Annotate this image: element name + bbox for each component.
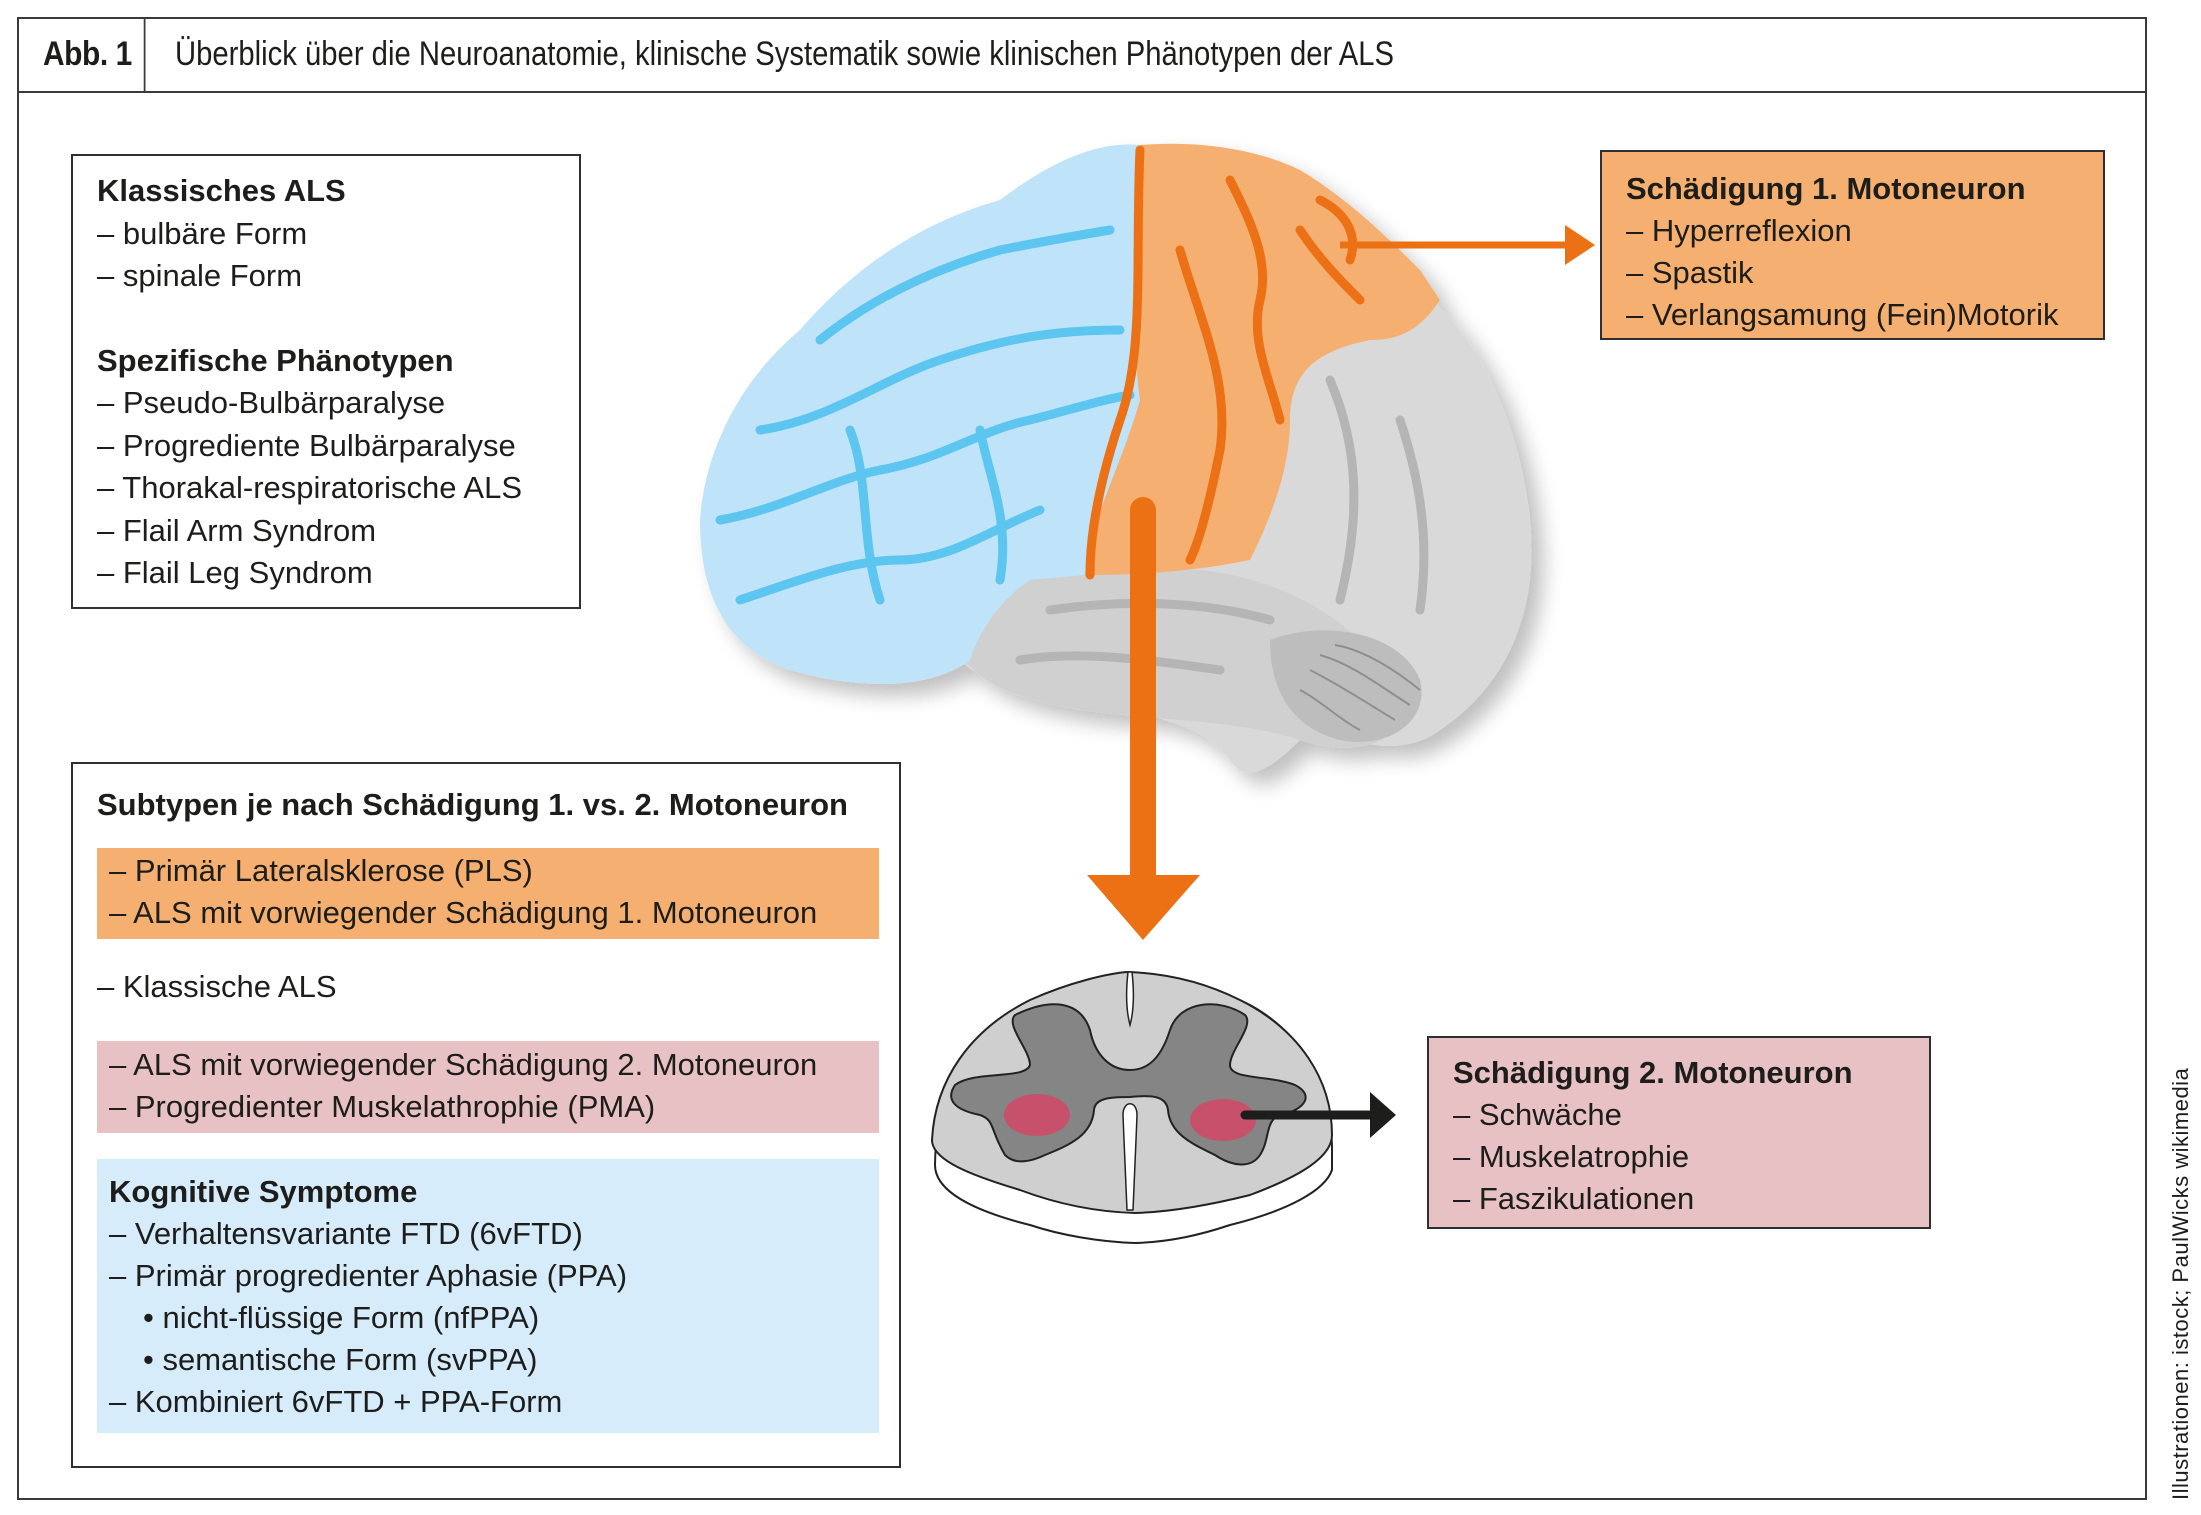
list-item: – Spastik (1626, 255, 1754, 290)
figure-header: Abb. 1 Überblick über die Neuroanatomie,… (17, 17, 2147, 93)
brain-blue-region (700, 144, 1140, 684)
list-subitem: • nicht-flüssige Form (nfPPA) (143, 1300, 540, 1335)
list-item: – Flail Arm Syndrom (97, 512, 377, 548)
lower-motor-neuron-box: Schädigung 2. Motoneuron – Schwäche – Mu… (1427, 1036, 1931, 1229)
anterior-fissure (1125, 971, 1135, 1028)
spinal-cord-cross-section (930, 970, 1396, 1245)
list-item: – Thorakal-respiratorische ALS (97, 470, 523, 505)
list-item: – ALS mit vorwiegender Schädigung 1. Mot… (109, 895, 818, 930)
arrow-head-umn (1565, 225, 1595, 265)
list-item: – Flail Leg Syndrom (97, 555, 373, 590)
arrow-head-lmn (1370, 1092, 1396, 1138)
cognitive-heading: Kognitive Symptome (109, 1174, 418, 1209)
list-item: – Muskelatrophie (1453, 1139, 1690, 1174)
figure-title: Überblick über die Neuroanatomie, klinis… (175, 34, 1395, 73)
list-item: – bulbäre Form (97, 215, 308, 251)
figure-label: Abb. 1 (17, 17, 146, 91)
list-item: – Primär progredienter Aphasie (PPA) (109, 1258, 628, 1293)
upper-motor-neuron-box: Schädigung 1. Motoneuron – Hyperreflexio… (1600, 150, 2105, 340)
classic-als-heading: Klassisches ALS (97, 173, 346, 208)
list-item: – Faszikulationen (1453, 1181, 1695, 1216)
list-item: – Schwäche (1453, 1097, 1622, 1132)
list-item: – Primär Lateralsklerose (PLS) (109, 853, 533, 888)
list-item: – ALS mit vorwiegender Schädigung 2. Mot… (109, 1047, 818, 1082)
illustration-credit: Illustrationen: istock; PaulWicks wikime… (2168, 1067, 2193, 1500)
figure-frame (17, 17, 2147, 1500)
arrow-head-down (1087, 875, 1200, 940)
list-item: – Verlangsamung (Fein)Motorik (1626, 297, 2059, 332)
classic-als-item: – Klassische ALS (97, 969, 337, 1004)
subtypes-heading: Subtypen je nach Schädigung 1. vs. 2. Mo… (97, 787, 848, 822)
umn-heading: Schädigung 1. Motoneuron (1626, 171, 2026, 206)
lesion-left (1004, 1094, 1070, 1136)
cognitive-symptoms-band: Kognitive Symptome – Verhaltensvariante … (97, 1159, 879, 1433)
list-item: – Hyperreflexion (1626, 213, 1852, 248)
list-item: – Verhaltensvariante FTD (6vFTD) (109, 1216, 583, 1251)
lmn-subtypes-band: – ALS mit vorwiegender Schädigung 2. Mot… (97, 1041, 879, 1133)
central-canal (1122, 1103, 1138, 1211)
classic-als-box: Klassisches ALS – bulbäre Form – spinale… (71, 154, 581, 609)
list-item: – Pseudo-Bulbärparalyse (97, 385, 446, 420)
list-item: – Progredienter Muskelathrophie (PMA) (109, 1089, 656, 1124)
list-item: – Progrediente Bulbärparalyse (97, 427, 516, 463)
list-item: – Kombiniert 6vFTD + PPA-Form (109, 1384, 563, 1419)
subtypes-box: Subtypen je nach Schädigung 1. vs. 2. Mo… (71, 762, 901, 1468)
lesion-right (1190, 1099, 1256, 1141)
list-subitem: • semantische Form (svPPA) (143, 1342, 538, 1377)
phenotypes-heading: Spezifische Phänotypen (97, 342, 454, 378)
list-item: – spinale Form (97, 258, 303, 293)
umn-subtypes-band: – Primär Lateralsklerose (PLS) – ALS mit… (97, 848, 879, 939)
lmn-heading: Schädigung 2. Motoneuron (1453, 1055, 1853, 1090)
